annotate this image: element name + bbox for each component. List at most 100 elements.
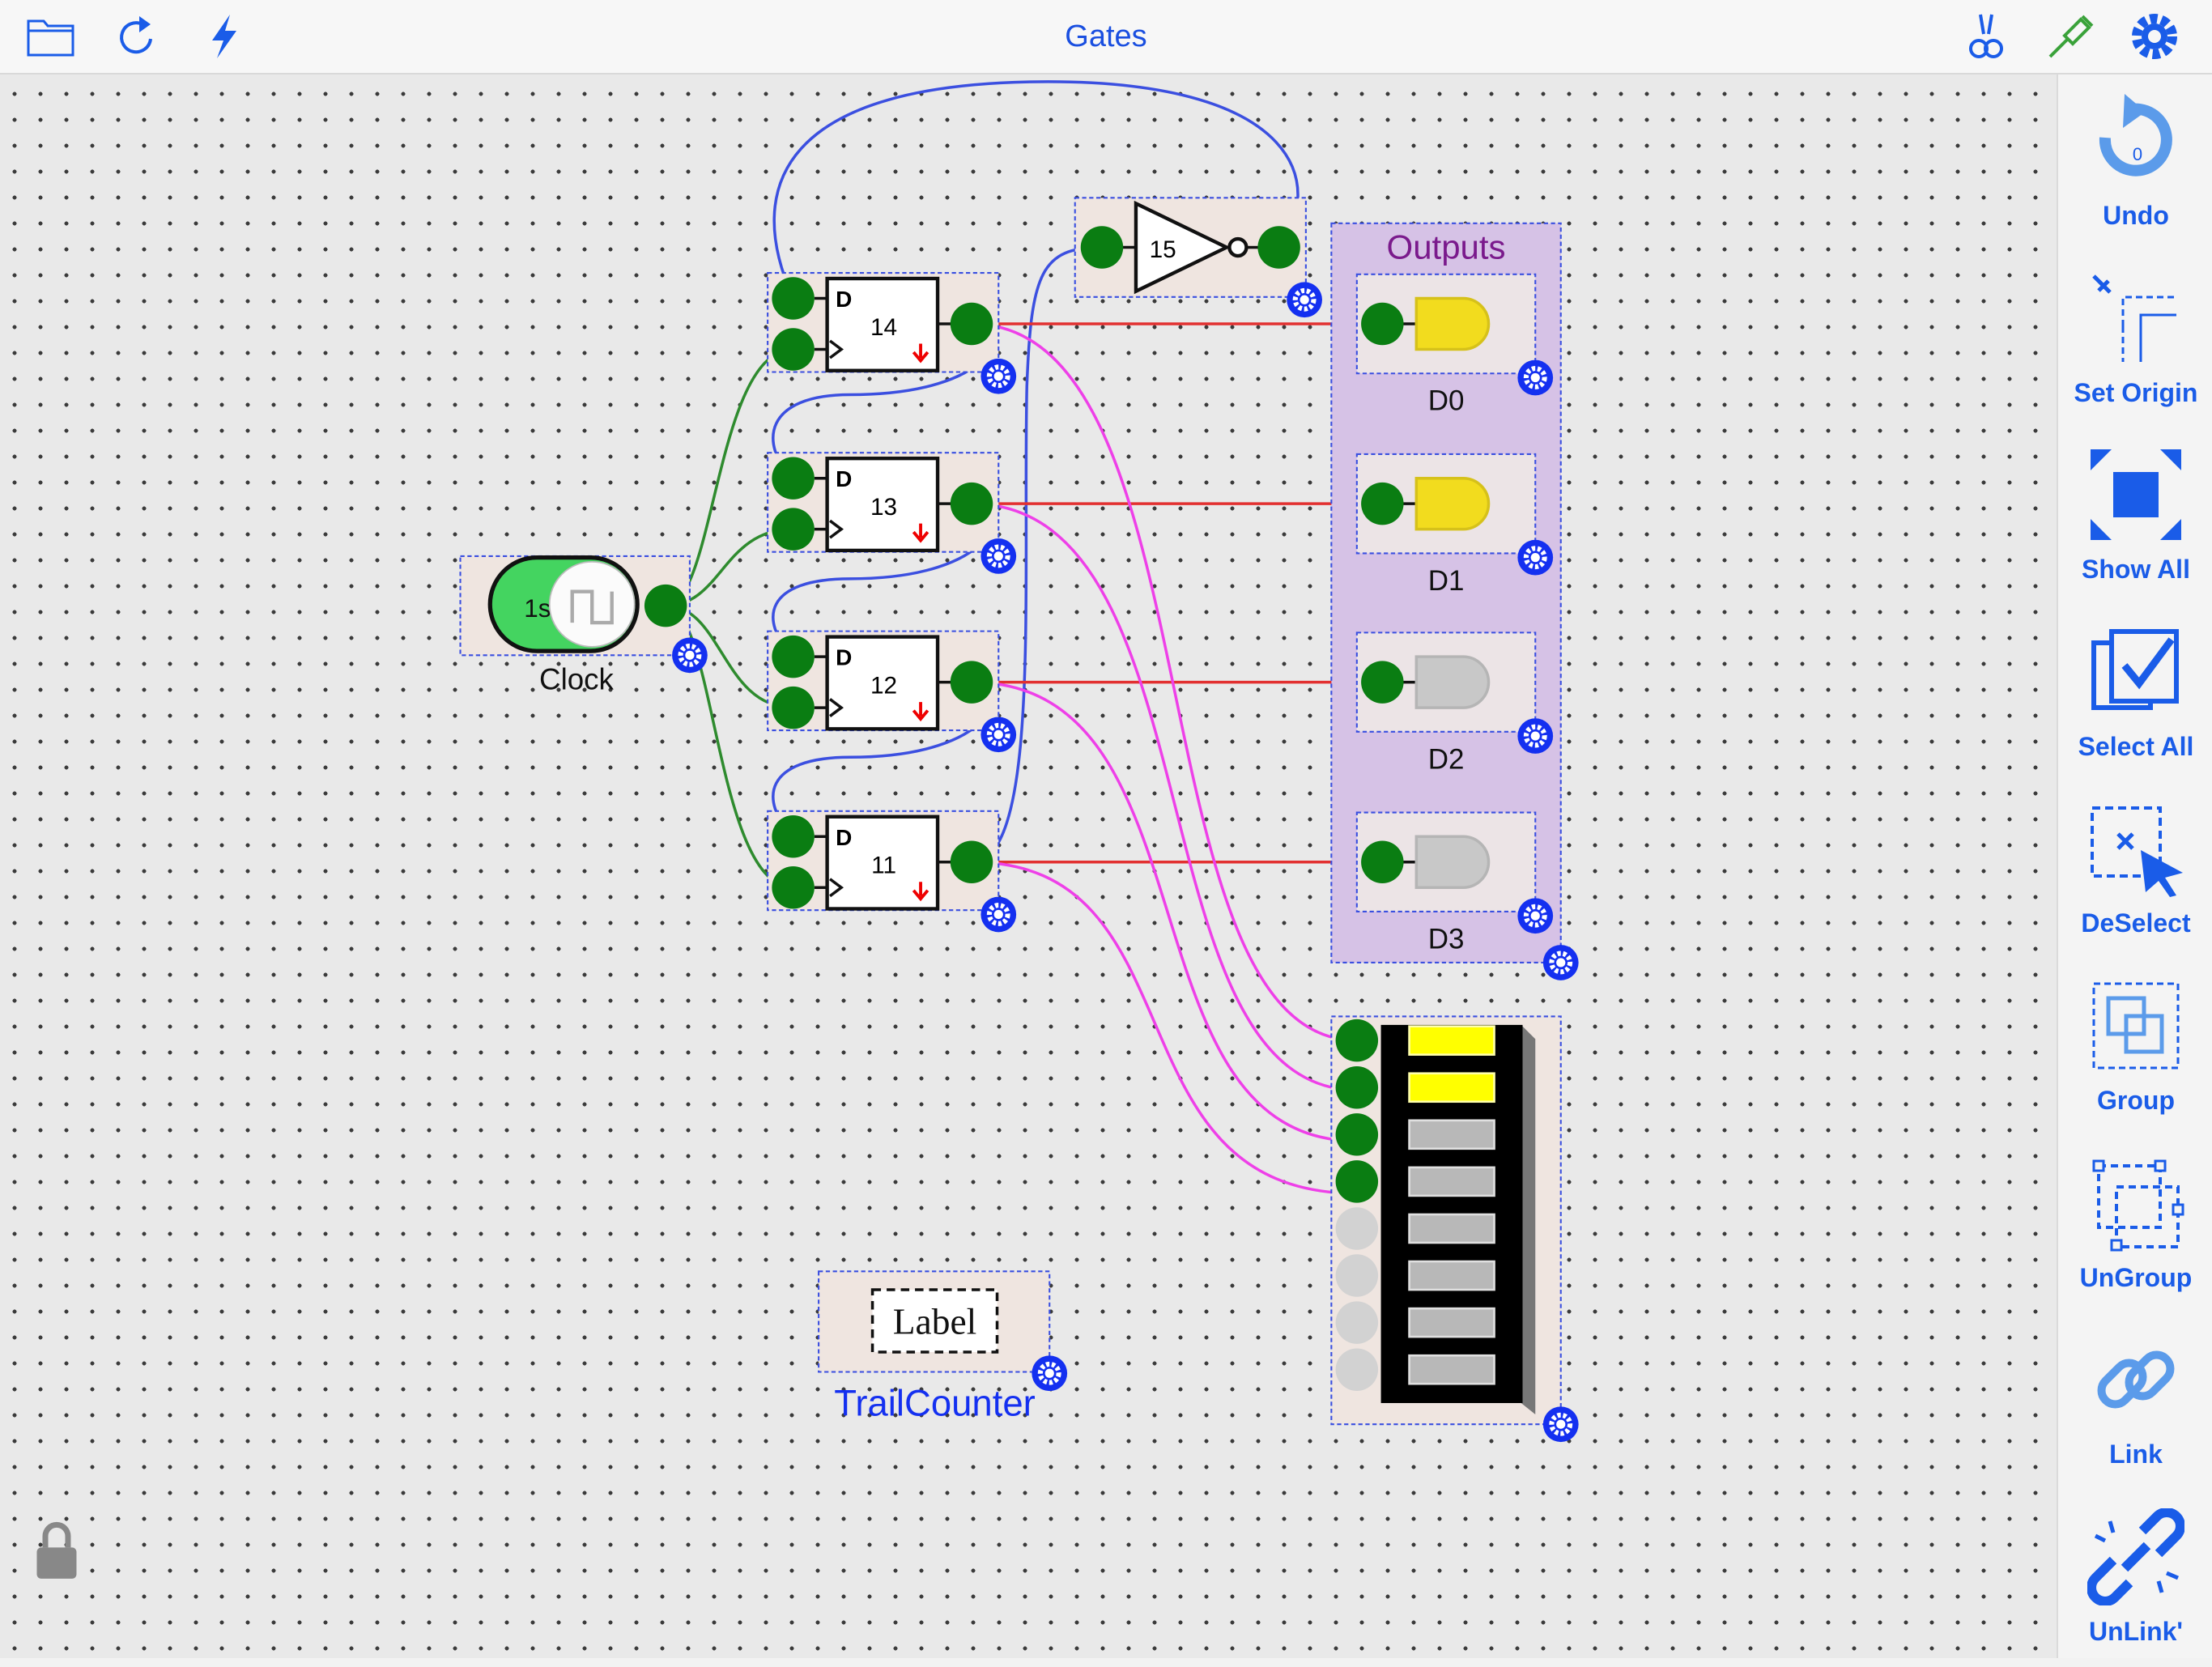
falling-edge-icon	[912, 882, 929, 902]
outputs-group-settings-icon[interactable]	[1543, 945, 1579, 980]
bar-input-pin[interactable]	[1335, 1066, 1379, 1109]
flipflop-12[interactable]: D 12	[767, 630, 1016, 753]
bar-segment-off	[1408, 1119, 1495, 1150]
show-all-label: Show All	[2082, 555, 2190, 584]
ungroup-button[interactable]: UnGroup	[2058, 1143, 2212, 1313]
led-settings-icon[interactable]	[1517, 540, 1553, 576]
circuit-canvas[interactable]: 1s Clock D 14 D 13	[0, 74, 2057, 1658]
d-input-pin[interactable]	[772, 635, 815, 678]
led-label: D2	[1428, 743, 1465, 775]
flipflop-settings-icon[interactable]	[981, 717, 1016, 752]
flipflop-settings-icon[interactable]	[981, 359, 1016, 394]
wire-cutter-icon[interactable]	[1959, 10, 2013, 63]
inverter-output-pin[interactable]	[1257, 226, 1300, 269]
clock-input-pin[interactable]	[772, 686, 815, 729]
flipflop-settings-icon[interactable]	[981, 538, 1016, 574]
led-settings-icon[interactable]	[1517, 360, 1553, 396]
flipflop-id: 12	[870, 673, 897, 700]
bar-input-pin[interactable]	[1335, 1113, 1379, 1156]
led-input-pin[interactable]	[1361, 661, 1404, 704]
falling-edge-icon	[912, 523, 929, 543]
select-all-button[interactable]: Select All	[2058, 612, 2212, 782]
label-text: Label	[893, 1300, 977, 1342]
clock-input-pin[interactable]	[772, 508, 815, 551]
led-d2[interactable]: D2	[1355, 632, 1553, 775]
q-output-pin[interactable]	[950, 661, 993, 704]
unlink-label: UnLink'	[2088, 1617, 2184, 1646]
led-d0[interactable]: D0	[1355, 273, 1553, 417]
d-input-pin[interactable]	[772, 815, 815, 858]
inverter-settings-icon[interactable]	[1287, 282, 1322, 317]
led-settings-icon[interactable]	[1517, 898, 1553, 933]
clock-edge-icon	[829, 878, 844, 898]
label-component[interactable]: Label TrailCounter	[818, 1270, 1067, 1424]
bar-input-pins[interactable]	[1335, 1018, 1379, 1391]
unlink-button[interactable]: UnLink'	[2058, 1497, 2212, 1667]
q-output-pin[interactable]	[950, 482, 993, 525]
inverter-input-pin[interactable]	[1080, 226, 1124, 269]
circuit-diagram[interactable]: 1s Clock D 14 D 13	[0, 74, 2057, 1658]
clock-input-pin[interactable]	[772, 328, 815, 371]
falling-edge-icon	[912, 343, 929, 364]
bar-display-settings-icon[interactable]	[1543, 1406, 1579, 1442]
refresh-icon[interactable]	[110, 10, 164, 63]
flipflop-14[interactable]: D 14	[767, 271, 1016, 394]
set-origin-button[interactable]: Set Origin	[2058, 258, 2212, 428]
inverter-15[interactable]: 15	[1074, 197, 1322, 317]
led-label: D3	[1428, 923, 1465, 955]
q-output-pin[interactable]	[950, 840, 993, 883]
flipflop-id: 13	[870, 494, 897, 521]
flipflop-id: 11	[871, 853, 896, 879]
show-all-button[interactable]: Show All	[2058, 435, 2212, 605]
unlink-icon	[2087, 1508, 2184, 1605]
gear-icon[interactable]	[2128, 10, 2181, 63]
undo-button[interactable]: 0 Undo	[2058, 81, 2212, 251]
bar-segment-off	[1408, 1260, 1495, 1291]
wire-ff12-bar	[972, 680, 1357, 1143]
q-output-pin[interactable]	[950, 302, 993, 346]
led-input-pin[interactable]	[1361, 840, 1404, 883]
flipflop-13[interactable]: D 13	[767, 452, 1016, 574]
clock-input-pin[interactable]	[772, 866, 815, 909]
bar-segments	[1408, 1025, 1495, 1385]
bar-input-pin-unconnected[interactable]	[1335, 1254, 1379, 1297]
label-settings-icon[interactable]	[1032, 1355, 1067, 1391]
bar-input-pin[interactable]	[1335, 1160, 1379, 1203]
clock-output-pin[interactable]	[644, 584, 687, 627]
deselect-icon	[2091, 806, 2183, 897]
lock-icon[interactable]	[36, 1522, 77, 1579]
link-icon	[2097, 1350, 2175, 1409]
led-input-pin[interactable]	[1361, 482, 1404, 525]
bar-segment-off	[1408, 1307, 1495, 1338]
led-d1[interactable]: D1	[1355, 453, 1553, 597]
wire-ff11-inverter	[972, 245, 1102, 864]
led-input-pin[interactable]	[1361, 302, 1404, 346]
led-d3[interactable]: D3	[1355, 811, 1553, 955]
deselect-button[interactable]: DeSelect	[2058, 789, 2212, 959]
folder-icon[interactable]	[24, 10, 78, 63]
d-input-pin[interactable]	[772, 277, 815, 320]
d-label: D	[836, 645, 852, 670]
undo-count: 0	[2133, 144, 2142, 164]
probe-icon[interactable]	[2044, 10, 2097, 63]
bar-input-pin-unconnected[interactable]	[1335, 1207, 1379, 1250]
flipflop-settings-icon[interactable]	[981, 897, 1016, 933]
d-label: D	[836, 287, 852, 312]
d-input-pin[interactable]	[772, 457, 815, 500]
bar-input-pin[interactable]	[1335, 1018, 1379, 1062]
clock-settings-icon[interactable]	[672, 637, 708, 673]
ungroup-label: UnGroup	[2079, 1263, 2193, 1292]
outputs-group[interactable]: Outputs D0 D1 D2	[1330, 222, 1579, 980]
bar-input-pin-unconnected[interactable]	[1335, 1348, 1379, 1391]
clock-component[interactable]: 1s Clock	[459, 555, 708, 695]
group-button[interactable]: Group	[2058, 966, 2212, 1136]
link-label: Link	[2109, 1439, 2163, 1469]
lightning-icon[interactable]	[198, 10, 251, 63]
flipflop-11[interactable]: D 11	[767, 810, 1016, 933]
link-button[interactable]: Link	[2058, 1320, 2212, 1490]
flipflop-id: 14	[870, 314, 897, 341]
led-settings-icon[interactable]	[1517, 718, 1553, 754]
bar-input-pin-unconnected[interactable]	[1335, 1301, 1379, 1344]
bar-display[interactable]	[1330, 1015, 1579, 1442]
bar-segment-off	[1408, 1354, 1495, 1385]
